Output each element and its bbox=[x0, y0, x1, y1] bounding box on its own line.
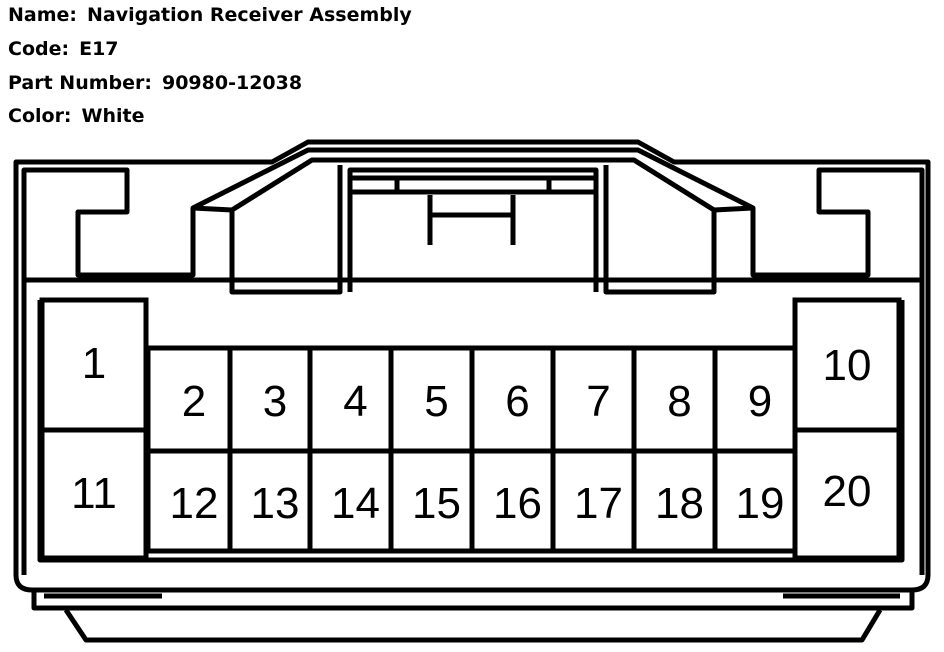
pin-number: 8 bbox=[667, 377, 691, 426]
pin-number: 3 bbox=[263, 377, 287, 426]
pin-14: 14 bbox=[307, 448, 394, 554]
pin-number: 7 bbox=[586, 377, 610, 426]
pin-2: 2 bbox=[145, 345, 233, 454]
part-number-value: 90980-12038 bbox=[161, 72, 303, 94]
pin-18: 18 bbox=[631, 448, 718, 554]
pin-number: 6 bbox=[505, 377, 529, 426]
connector-housing bbox=[13, 139, 931, 643]
pin-4: 4 bbox=[307, 345, 394, 454]
pin-7: 7 bbox=[550, 345, 637, 454]
pin-12: 12 bbox=[145, 448, 233, 554]
pin-8: 8 bbox=[631, 345, 718, 454]
pin-number: 1 bbox=[82, 339, 106, 388]
pin-11: 11 bbox=[39, 427, 149, 561]
pin-13: 13 bbox=[227, 448, 313, 554]
pin-number: 20 bbox=[823, 467, 872, 516]
pin-number: 16 bbox=[493, 479, 542, 528]
pin-cavity bbox=[307, 448, 394, 554]
pin-number: 11 bbox=[71, 469, 117, 518]
pin-9: 9 bbox=[712, 345, 798, 454]
pin-number: 2 bbox=[182, 377, 206, 426]
code-value: E17 bbox=[79, 38, 119, 60]
pin-number: 14 bbox=[331, 479, 380, 528]
pin-number: 15 bbox=[412, 479, 461, 528]
pin-number: 19 bbox=[736, 479, 785, 528]
pin-number: 13 bbox=[251, 479, 300, 528]
code-label: Code: bbox=[8, 38, 70, 60]
name-value: Navigation Receiver Assembly bbox=[87, 4, 412, 26]
pin-number: 17 bbox=[574, 479, 623, 528]
pin-19: 19 bbox=[712, 448, 798, 554]
pin-number: 18 bbox=[655, 479, 704, 528]
color-label: Color: bbox=[8, 105, 72, 127]
part-number-label: Part Number: bbox=[8, 72, 152, 94]
pin-number: 10 bbox=[823, 341, 872, 390]
pin-6: 6 bbox=[469, 345, 556, 454]
pin-cavity bbox=[469, 448, 556, 554]
pin-15: 15 bbox=[388, 448, 475, 554]
part-number-row: Part Number: 90980-12038 bbox=[8, 72, 302, 94]
name-label: Name: bbox=[8, 4, 78, 26]
pin-number: 4 bbox=[343, 377, 367, 426]
pin-cavity bbox=[227, 448, 313, 554]
pin-16: 16 bbox=[469, 448, 556, 554]
pin-cavity bbox=[792, 427, 902, 561]
pin-cavity bbox=[712, 448, 798, 554]
pin-number: 12 bbox=[170, 479, 219, 528]
pin-cavity bbox=[145, 345, 233, 454]
color-value: White bbox=[81, 105, 145, 127]
pin-17: 17 bbox=[550, 448, 637, 554]
pin-1: 1 bbox=[39, 297, 149, 433]
pin-number: 9 bbox=[748, 377, 772, 426]
pin-5: 5 bbox=[388, 345, 475, 454]
pin-cavity bbox=[307, 345, 394, 454]
pin-number: 5 bbox=[424, 377, 448, 426]
pin-20: 20 bbox=[792, 427, 902, 561]
pin-cavity bbox=[792, 297, 902, 433]
color-row: Color: White bbox=[8, 105, 145, 127]
code-row: Code: E17 bbox=[8, 38, 119, 60]
pin-10: 10 bbox=[792, 297, 902, 433]
name-row: Name: Navigation Receiver Assembly bbox=[8, 4, 412, 26]
pin-3: 3 bbox=[227, 345, 313, 454]
pin-cavity bbox=[39, 297, 149, 433]
